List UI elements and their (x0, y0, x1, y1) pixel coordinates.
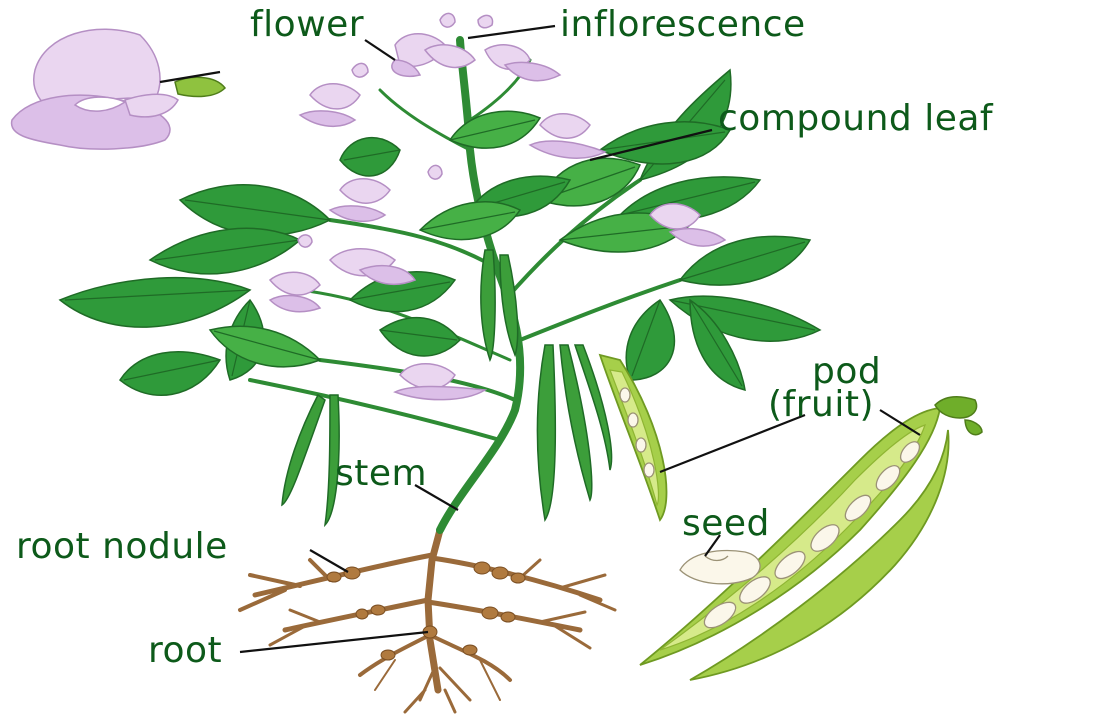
leaf (380, 318, 460, 356)
leaf (150, 228, 300, 274)
flower-cluster (530, 114, 605, 158)
label-root-nodule: root nodule (16, 526, 228, 567)
leaf (60, 278, 250, 327)
label-root: root (148, 630, 222, 671)
label-compound-leaf: compound leaf (718, 98, 994, 139)
root-system (240, 530, 615, 712)
label-pod-fruit: (fruit) (768, 384, 874, 425)
flower-cluster (395, 364, 485, 400)
leader-root-nodule (310, 550, 348, 572)
label-inflorescence: inflorescence (560, 4, 806, 45)
leader-flower (365, 40, 395, 60)
leader-inflorescence (468, 26, 555, 38)
flower-cluster (485, 45, 560, 81)
leaf (340, 138, 400, 176)
leaf (120, 352, 220, 395)
leaf (420, 202, 520, 240)
detail-flower (12, 29, 225, 149)
flower-cluster (298, 235, 415, 284)
label-stem: stem (335, 453, 427, 494)
label-seed: seed (682, 503, 770, 544)
leaf (600, 122, 730, 164)
leaf (626, 300, 674, 380)
bean-seed (680, 551, 760, 584)
flower-cluster (300, 84, 360, 127)
flower-cluster (330, 165, 442, 221)
label-flower: flower (250, 4, 364, 45)
